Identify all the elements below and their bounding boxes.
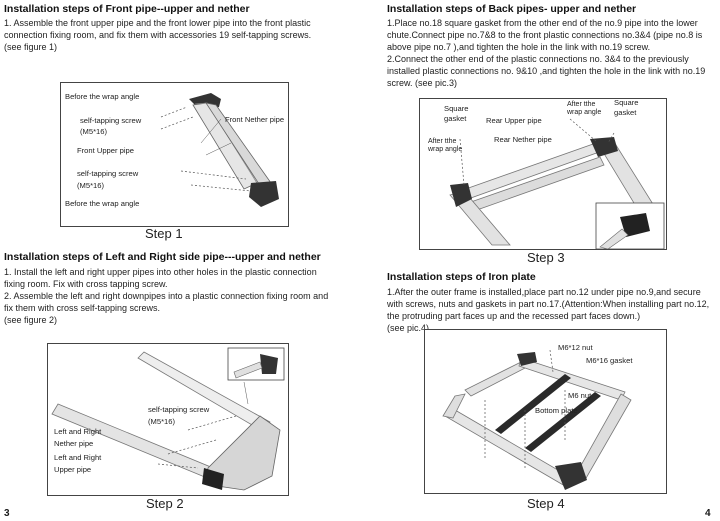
section3-body: 1.Place no.18 square gasket from the oth…	[387, 18, 706, 88]
bottom-plate-1	[495, 374, 571, 434]
label-rear-nether: Rear Nether pipe	[494, 135, 552, 144]
label-screw-bot-2: (M5*16)	[77, 181, 105, 190]
label-upper-1: Left and Right	[54, 453, 102, 462]
page-number-left: 3	[4, 508, 10, 519]
end-cap	[203, 415, 281, 491]
label-nether-2: Nether pipe	[54, 439, 94, 448]
end-connector-icon	[202, 468, 224, 490]
section2-body: 1. Install the left and right upper pipe…	[4, 267, 329, 325]
label-after-tr-2: wrap angle	[567, 109, 602, 116]
label-screw-1: self-tapping screw	[148, 405, 210, 414]
label-after-tr-1: After tthe	[567, 101, 596, 108]
label-sq-left-2: gasket	[444, 114, 467, 123]
section4-title: Installation steps of Iron plate	[387, 271, 536, 283]
section1-body: 1. Assemble the front upper pipe and the…	[4, 18, 312, 52]
figure2-frame	[47, 343, 289, 496]
label-upper-2: Upper pipe	[54, 465, 92, 474]
step2-caption: Step 2	[146, 496, 184, 511]
label-screw-2: (M5*16)	[148, 417, 176, 426]
figure1-frame	[60, 82, 289, 227]
label-wrap-top: Before the wrap angle	[65, 92, 140, 101]
section4-body: 1.After the outer frame is installed,pla…	[387, 287, 710, 333]
label-after-l-2: wrap angle	[428, 146, 463, 153]
right-connector-icon	[590, 137, 618, 157]
left-connector-icon	[450, 183, 472, 207]
inset-connector-icon	[620, 213, 650, 237]
page-number-right: 4	[705, 508, 711, 519]
label-wrap-bot: Before the wrap angle	[65, 199, 140, 208]
label-bottom-plate: Bottom plate	[535, 406, 578, 415]
figure1-illustration	[160, 93, 279, 207]
connector-front-icon	[555, 462, 587, 490]
step3-caption: Step 3	[527, 250, 565, 265]
step1-caption: Step 1	[145, 226, 183, 241]
figure3-illustration	[449, 118, 665, 249]
connector-back-icon	[517, 352, 537, 366]
label-screw-top-1: self-tapping screw	[80, 116, 142, 125]
label-front-nether: Front Nether pipe	[225, 115, 285, 124]
label-sq-left-1: Square	[444, 104, 469, 113]
figure2-illustration	[51, 347, 285, 491]
label-screw-top-2: (M5*16)	[80, 127, 108, 136]
section2-title: Installation steps of Left and Right sid…	[4, 251, 321, 263]
section3-title: Installation steps of Back pipes- upper …	[387, 3, 637, 15]
bottom-plate-2	[525, 392, 601, 452]
label-after-l-1: After tthe	[428, 138, 457, 145]
figure4-frame	[424, 329, 667, 494]
step4-caption: Step 4	[527, 496, 565, 511]
bottom-connector-icon	[249, 181, 279, 207]
label-m6-nut: M6 nut	[568, 391, 592, 400]
label-nether-1: Left and Right	[54, 427, 102, 436]
label-front-upper: Front Upper pipe	[77, 146, 134, 155]
label-rear-upper: Rear Upper pipe	[486, 116, 542, 125]
label-m6-12: M6*12 nut	[558, 343, 593, 352]
label-sq-right-1: Square	[614, 98, 639, 107]
figure3-frame	[419, 98, 667, 250]
frame-left	[442, 393, 466, 419]
label-m6-16: M6*16 gasket	[586, 356, 633, 365]
inset-connector-icon	[260, 354, 278, 374]
figure4-illustration	[442, 349, 632, 490]
section1-title: Installation steps of Front pipe--upper …	[4, 3, 250, 15]
upper-pipe	[137, 351, 271, 433]
label-screw-bot-1: self-tapping screw	[77, 169, 139, 178]
label-sq-right-2: gasket	[614, 108, 637, 117]
